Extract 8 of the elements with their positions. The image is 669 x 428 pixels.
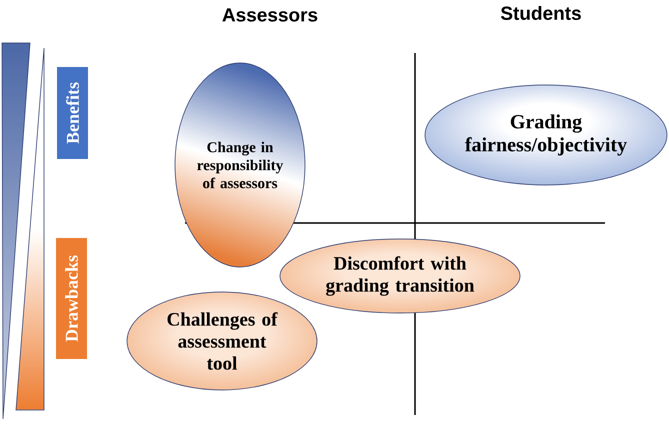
category-box: Drawbacks [56, 238, 87, 359]
column-heading: Students [500, 6, 581, 20]
ellipse-node: Grading fairness/objectivity [424, 84, 668, 186]
ellipse-node: Change in responsibility of assessors [174, 62, 306, 268]
ellipse-node: Challenges of assessment tool [126, 292, 318, 390]
category-box: Benefits [57, 67, 88, 159]
column-heading: Assessors [222, 8, 318, 22]
ellipse-node: Discomfort with grading transition [280, 238, 520, 314]
